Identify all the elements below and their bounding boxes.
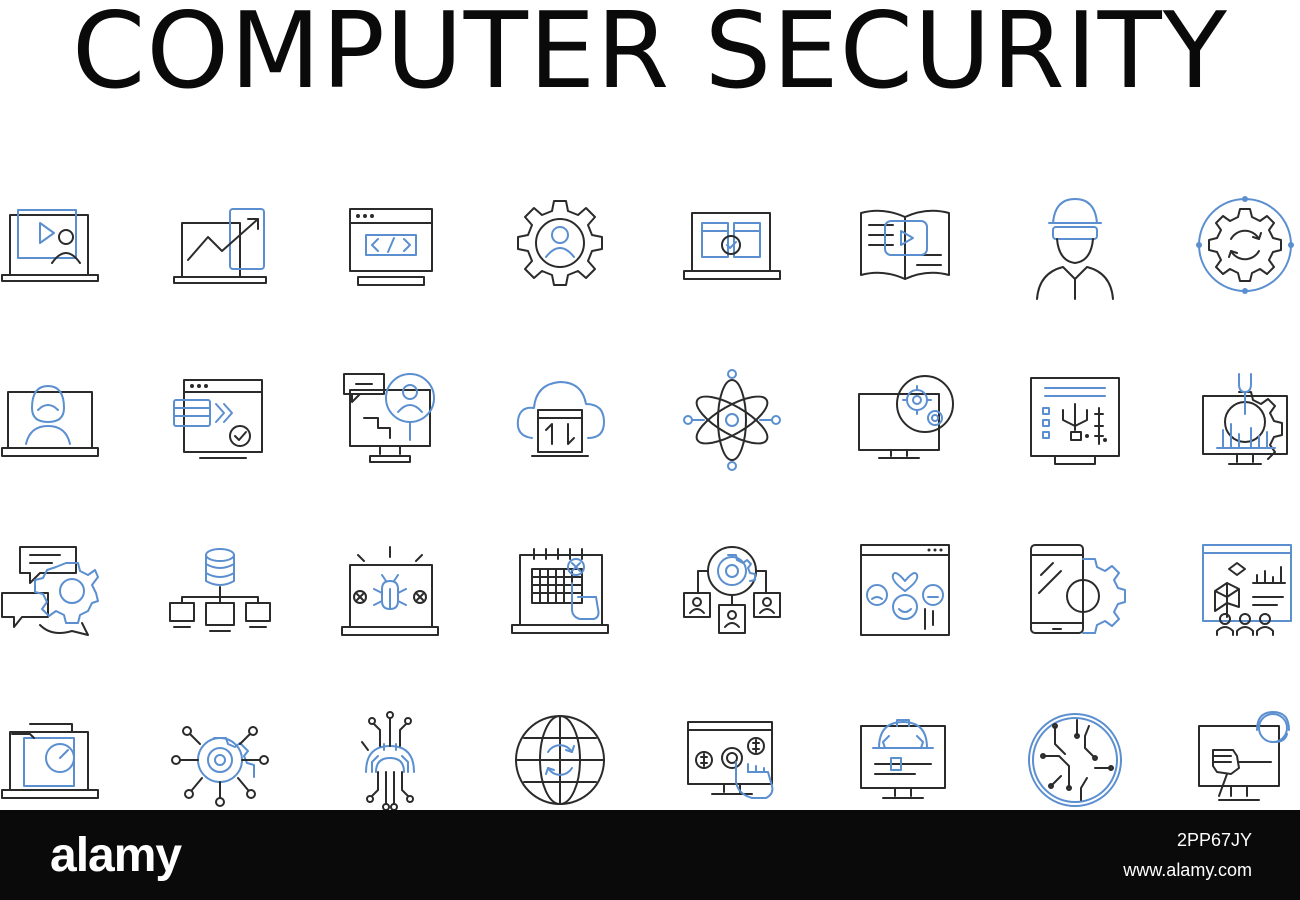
cloud-transfer-icon <box>510 370 610 470</box>
monitor-coin-tap-icon <box>682 712 782 812</box>
monitor-search-user-icon <box>340 370 440 470</box>
chat-gear-icon <box>0 545 100 645</box>
site-url: www.alamy.com <box>1123 860 1252 880</box>
tablet-gear-icon <box>1025 544 1126 645</box>
monitor-gears-icon <box>855 370 955 470</box>
monitor-hand-support-icon <box>1195 711 1295 812</box>
watermark-banner: alamy 2PP67JY www.alamy.com <box>0 810 1300 900</box>
icon-grid <box>0 195 1295 812</box>
laptop-approved-windows-icon <box>682 195 782 295</box>
engineer-vr-headset-icon <box>1025 195 1125 300</box>
monitor-wrench-gear-icon <box>1195 370 1295 470</box>
circuit-circle-icon <box>1025 712 1125 812</box>
laptop-calendar-touch-icon <box>510 545 610 645</box>
gear-circuit-icon <box>340 711 440 812</box>
page-title: COMPUTER SECURITY <box>72 0 1228 112</box>
database-network-icon <box>169 545 271 645</box>
gear-refresh-cycle-icon <box>1195 195 1295 295</box>
open-book-video-icon <box>855 195 955 295</box>
browser-code-icon <box>340 195 440 295</box>
browser-payment-card-icon <box>170 370 270 470</box>
screen-emotion-faces-icon <box>855 544 955 645</box>
gear-user-network-icon <box>682 545 782 645</box>
laptop-folder-gauge-icon <box>0 712 100 812</box>
gear-nodes-icon <box>170 712 270 812</box>
brand-logo: alamy <box>50 829 182 882</box>
globe-refresh-icon <box>510 712 610 812</box>
laptop-growth-chart-icon <box>170 195 270 295</box>
user-gear-icon <box>510 195 610 295</box>
laptop-bug-icon <box>340 545 440 645</box>
laptop-video-tutorial-icon <box>0 195 100 295</box>
monitor-gear-slider-icon <box>855 712 955 812</box>
image-id: 2PP67JY <box>1176 830 1252 850</box>
circuit-board-icon <box>1025 370 1125 470</box>
laptop-woman-avatar-icon <box>0 370 100 470</box>
presentation-audience-chart-icon <box>1195 544 1295 645</box>
atom-network-icon <box>682 369 782 471</box>
